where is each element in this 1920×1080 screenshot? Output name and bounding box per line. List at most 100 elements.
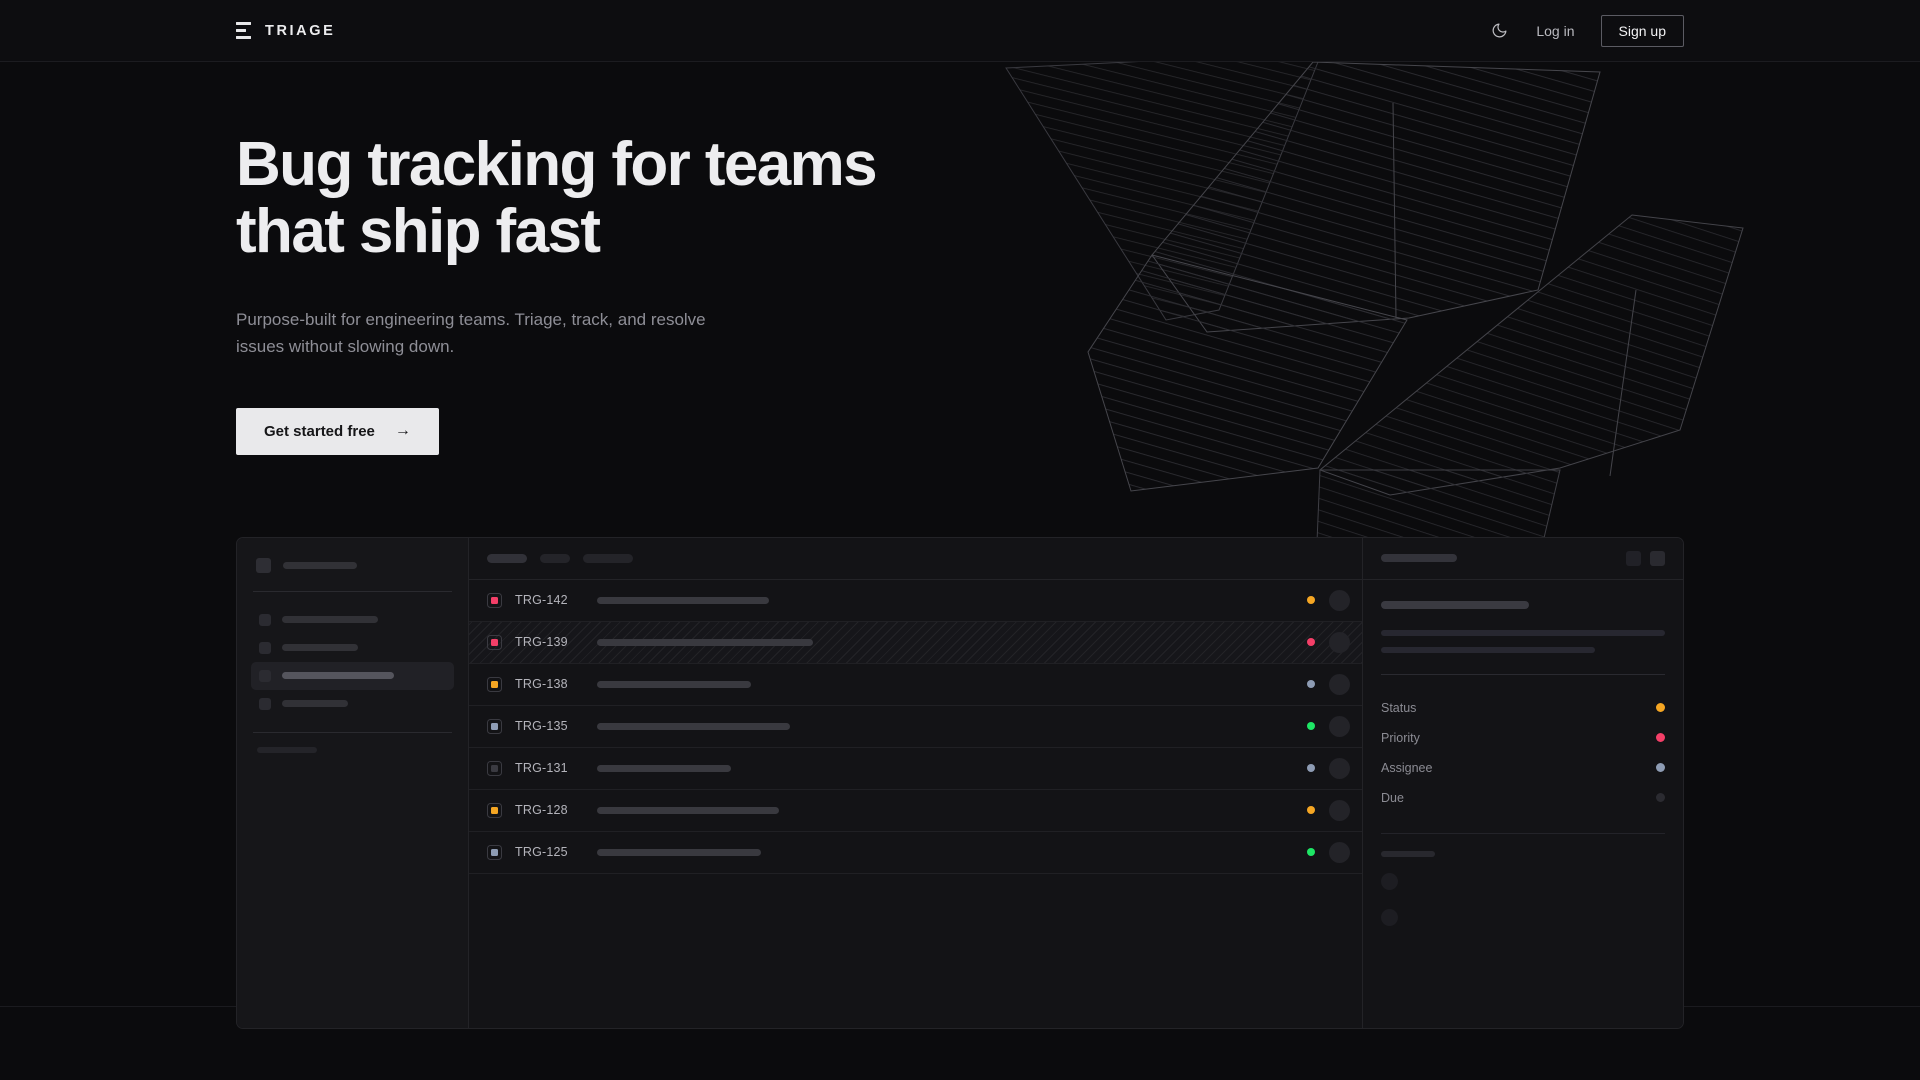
table-row[interactable]: TRG-139 — [469, 621, 1362, 664]
sidebar-section-label — [257, 746, 317, 753]
nav-actions: Log in Sign up — [1488, 14, 1684, 47]
avatar[interactable] — [1329, 589, 1350, 611]
status-badge[interactable] — [487, 718, 502, 734]
avatar[interactable] — [1381, 872, 1398, 890]
status-badge[interactable] — [487, 676, 502, 692]
priority-dot[interactable] — [1307, 764, 1315, 773]
table-row[interactable]: TRG-135 — [469, 706, 1362, 748]
detail-title-placeholder — [1381, 600, 1529, 609]
app-preview-card: TRG-142 TRG-139 TRG-138 — [236, 536, 1684, 1029]
due-value-dot — [1656, 793, 1665, 803]
detail-header-title-placeholder — [1381, 554, 1457, 563]
priority-dot[interactable] — [1307, 596, 1315, 605]
priority-dot[interactable] — [1307, 680, 1315, 689]
sidebar-mini-item-2[interactable] — [251, 789, 454, 811]
brand-name: TRIAGE — [265, 22, 336, 39]
issue-title-placeholder — [597, 722, 790, 730]
login-link[interactable]: Log in — [1536, 22, 1575, 39]
sidebar-item-2[interactable] — [251, 634, 454, 662]
table-row[interactable]: TRG-131 — [469, 748, 1362, 790]
status-badge[interactable] — [487, 634, 502, 650]
sidebar-item-3-active[interactable] — [251, 661, 454, 690]
priority-value-dot — [1656, 733, 1665, 743]
issue-title-placeholder — [597, 680, 751, 688]
issue-title-placeholder — [597, 848, 761, 856]
detail-field-assignee[interactable]: Assignee — [1381, 753, 1665, 783]
detail-header-actions — [1626, 550, 1665, 566]
toolbar-tab-3[interactable] — [583, 553, 633, 563]
table-row[interactable]: TRG-125 — [469, 832, 1362, 874]
hero-section: Bug tracking for teams that ship fast Pu… — [0, 62, 1920, 455]
detail-field-assignee-label: Assignee — [1381, 760, 1433, 775]
detail-field-status[interactable]: Status — [1381, 693, 1665, 723]
table-row[interactable]: TRG-128 — [469, 790, 1362, 832]
priority-dot[interactable] — [1307, 722, 1315, 731]
status-value-dot — [1656, 703, 1665, 713]
issue-title-placeholder — [597, 638, 813, 646]
get-started-button[interactable]: Get started free → — [236, 407, 439, 455]
avatar[interactable] — [1329, 757, 1350, 779]
detail-field-due[interactable]: Due — [1381, 783, 1665, 813]
workspace-avatar-icon — [256, 557, 271, 573]
issue-title-placeholder — [597, 806, 779, 814]
status-badge[interactable] — [487, 844, 502, 860]
sidebar-item-1-icon — [259, 613, 271, 626]
issue-detail-panel: Status Priority Assignee Due — [1363, 537, 1683, 1028]
hero-title-line-1: Bug tracking for teams — [236, 130, 878, 199]
issue-id: TRG-139 — [515, 635, 568, 650]
sidebar-item-3-icon — [259, 669, 271, 682]
sidebar-item-3-label — [282, 672, 394, 680]
issue-list-empty-space — [469, 874, 1362, 1028]
avatar[interactable] — [1329, 673, 1350, 695]
priority-dot[interactable] — [1307, 806, 1315, 815]
detail-activity-label-placeholder — [1381, 850, 1435, 857]
detail-divider — [1381, 673, 1665, 675]
issue-id: TRG-128 — [515, 803, 568, 818]
sidebar-item-1[interactable] — [251, 606, 454, 634]
hero-title-line-2: that ship fast — [236, 196, 601, 266]
moon-icon[interactable] — [1488, 20, 1510, 42]
avatar[interactable] — [1329, 799, 1350, 821]
square-button-b-icon[interactable] — [1650, 550, 1665, 566]
detail-header — [1363, 538, 1683, 580]
arrow-right-icon: → — [394, 422, 411, 440]
avatar[interactable] — [1329, 631, 1350, 653]
brand-logo[interactable]: TRIAGE — [236, 22, 335, 39]
avatar[interactable] — [1381, 908, 1398, 926]
toolbar-tab-1[interactable] — [487, 553, 527, 563]
priority-dot[interactable] — [1307, 848, 1315, 857]
avatar[interactable] — [1329, 841, 1350, 863]
sidebar-mini-item-1[interactable] — [251, 767, 454, 789]
issue-id: TRG-125 — [515, 845, 568, 860]
detail-field-priority-label: Priority — [1381, 730, 1420, 745]
issue-id: TRG-142 — [515, 593, 568, 608]
workspace-name-placeholder — [283, 561, 357, 569]
hero-subtitle: Purpose-built for engineering teams. Tri… — [236, 309, 706, 357]
square-button-a-icon[interactable] — [1626, 550, 1641, 566]
issue-list-toolbar — [469, 538, 1362, 580]
issue-id: TRG-138 — [515, 677, 568, 692]
priority-dot[interactable] — [1307, 638, 1315, 647]
sidebar-item-1-label — [282, 616, 378, 624]
toolbar-tab-2[interactable] — [540, 553, 570, 563]
sidebar-mini-item-3[interactable] — [251, 811, 454, 833]
table-row[interactable]: TRG-142 — [469, 580, 1362, 622]
avatar[interactable] — [1329, 715, 1350, 737]
app-sidebar — [237, 537, 469, 1028]
sidebar-item-2-icon — [259, 641, 271, 654]
top-navigation-bar: TRIAGE Log in Sign up — [0, 0, 1920, 62]
detail-divider-bottom — [1381, 832, 1665, 834]
detail-body: Status Priority Assignee Due — [1363, 580, 1683, 926]
signup-button[interactable]: Sign up — [1600, 14, 1684, 47]
workspace-switcher[interactable] — [251, 554, 454, 577]
status-badge[interactable] — [487, 592, 502, 608]
stacked-bars-logo-icon — [236, 22, 251, 39]
status-badge[interactable] — [487, 802, 502, 818]
status-badge[interactable] — [487, 760, 502, 776]
detail-body-line-1 — [1381, 629, 1665, 636]
table-row[interactable]: TRG-138 — [469, 664, 1362, 706]
detail-field-due-label: Due — [1381, 790, 1404, 805]
detail-field-priority[interactable]: Priority — [1381, 723, 1665, 753]
sidebar-item-4[interactable] — [251, 690, 454, 718]
